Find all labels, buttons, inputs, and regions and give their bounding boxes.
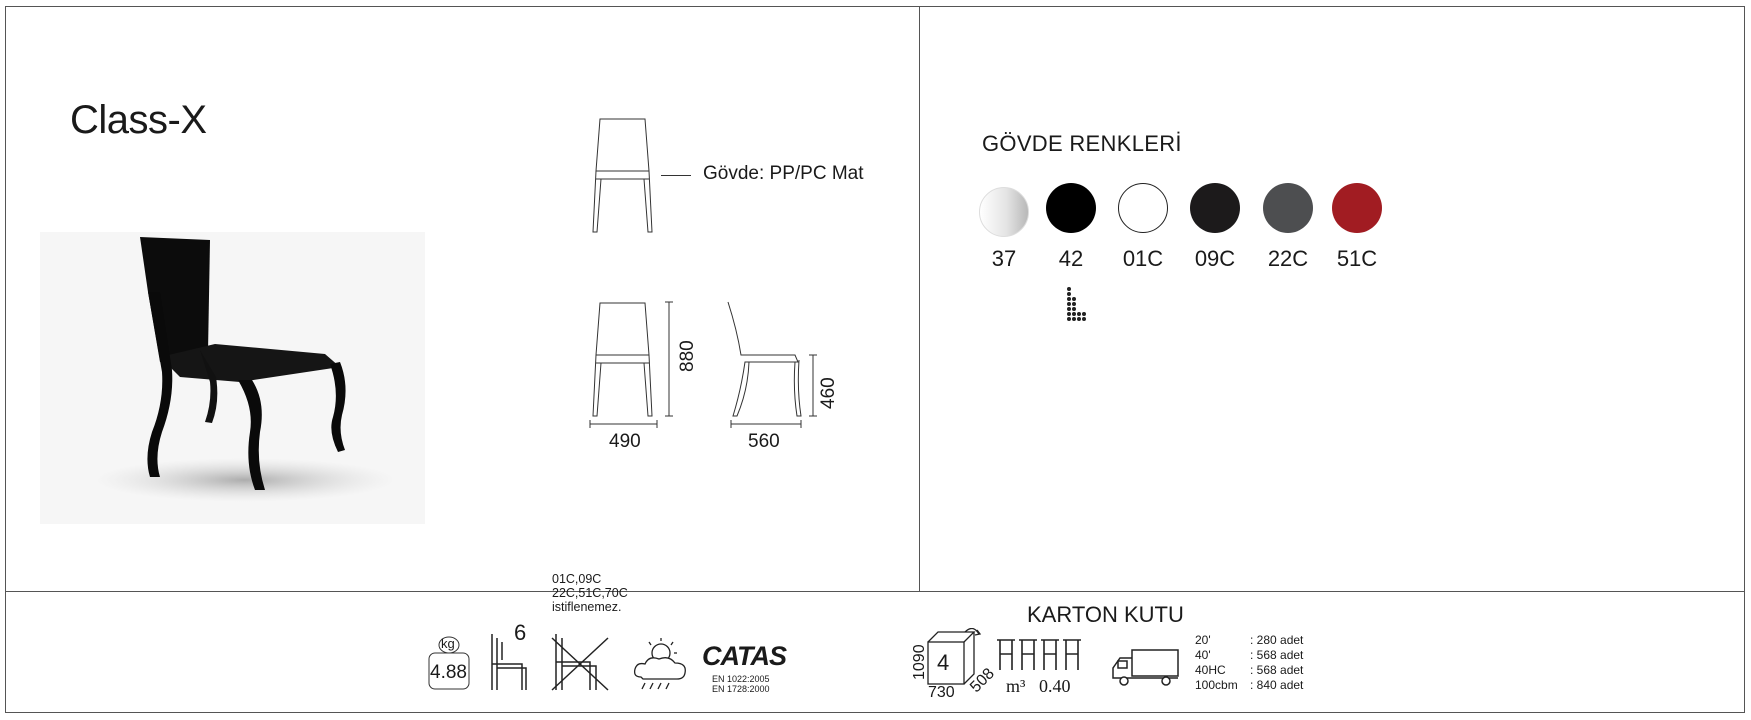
shipping-row: 40HC: 568 adet — [1195, 663, 1304, 677]
page-frame — [5, 6, 1745, 713]
carton-chairs-icon — [995, 636, 1085, 677]
shipping-row: 100cbm: 840 adet — [1195, 678, 1304, 692]
container-type: 40HC — [1195, 663, 1226, 677]
side-dimension-drawing — [723, 300, 833, 435]
cert-line2: EN 1728:2000 — [712, 684, 770, 694]
shipping-row: 40': 568 adet — [1195, 648, 1304, 662]
carton-width: 730 — [928, 684, 955, 701]
dimension-seat-height: 460 — [818, 377, 839, 409]
stack-note-line1: 01C,09C — [552, 572, 602, 586]
carton-title: KARTON KUTU — [1027, 602, 1184, 627]
color-code-37: 37 — [991, 246, 1017, 271]
stack-note-line2: 22C,51C,70C — [552, 586, 628, 600]
body-colors-title: GÖVDE RENKLERİ — [982, 131, 1182, 156]
container-amount: 568 adet — [1256, 648, 1304, 662]
color-swatch-42 — [1046, 183, 1096, 233]
color-code-42: 42 — [1058, 246, 1084, 271]
container-type: 20' — [1195, 633, 1211, 647]
catas-logo: CATAS — [702, 641, 787, 672]
color-swatch-22c — [1263, 183, 1313, 233]
container-amount: 568 adet — [1256, 663, 1304, 677]
color-code-09c: 09C — [1194, 246, 1236, 271]
weight-value: 4.88 — [430, 662, 467, 683]
stack-note: 01C,09C 22C,51C,70C istiflenemez. — [552, 572, 628, 614]
color-swatch-37 — [979, 187, 1029, 237]
volume-label: m³ — [1006, 676, 1026, 696]
stack-icon — [488, 630, 538, 695]
weather-sun-cloud-icon — [629, 637, 695, 698]
shipping-table: 20': 280 adet 40': 568 adet 40HC: 568 ad… — [1195, 633, 1303, 693]
color-swatch-51c — [1332, 183, 1382, 233]
color-code-51c: 51C — [1336, 246, 1378, 271]
truck-icon — [1110, 646, 1182, 693]
stack-note-line3: istiflenemez. — [552, 600, 622, 614]
stack-count: 6 — [514, 620, 527, 645]
product-photo — [40, 232, 425, 524]
dimension-width: 490 — [609, 431, 641, 452]
dimension-height: 880 — [677, 340, 698, 372]
front-dimension-drawing — [585, 300, 675, 435]
color-swatch-09c — [1190, 183, 1240, 233]
carton-box-icon — [925, 627, 991, 693]
dimension-depth: 560 — [748, 431, 780, 452]
product-title: Class-X — [70, 98, 207, 142]
horizontal-divider — [5, 591, 1745, 592]
certifications: EN 1022:2005 EN 1728:2000 — [712, 674, 770, 694]
stackable-dots-icon — [1066, 286, 1090, 331]
front-view-drawing — [585, 116, 665, 241]
carton-quantity: 4 — [937, 650, 950, 675]
color-code-01c: 01C — [1122, 246, 1164, 271]
spec-pointer-line — [661, 175, 691, 176]
container-type: 40' — [1195, 648, 1211, 662]
color-swatch-01c — [1118, 183, 1168, 233]
container-amount: 840 adet — [1256, 678, 1304, 692]
catas-brand: CATAS — [702, 641, 787, 671]
shipping-row: 20': 280 adet — [1195, 633, 1304, 647]
cert-line1: EN 1022:2005 — [712, 674, 770, 684]
color-code-22c: 22C — [1267, 246, 1309, 271]
weight-icon — [426, 633, 472, 698]
weight-unit: kg — [441, 636, 455, 651]
carton-height: 1090 — [911, 644, 928, 680]
material-spec: Gövde: PP/PC Mat — [703, 163, 864, 184]
container-amount: 280 adet — [1256, 633, 1304, 647]
no-stack-icon — [550, 630, 612, 697]
volume-value: 0.40 — [1039, 676, 1071, 696]
vertical-divider — [919, 6, 920, 591]
container-type: 100cbm — [1195, 678, 1238, 692]
